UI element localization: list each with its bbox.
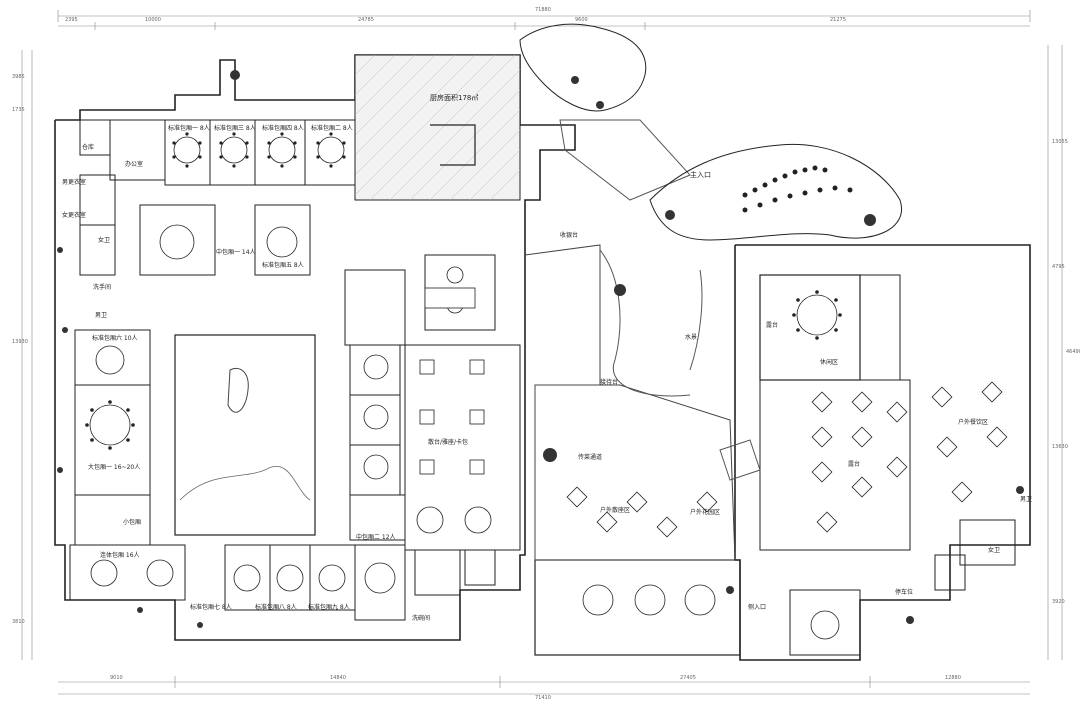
washroom-label: 洗手间 — [93, 284, 112, 291]
dim-left-2: 1735 — [12, 107, 25, 113]
dim-right-1: 13055 — [1052, 139, 1068, 145]
private-std-3-label: 标准包厢三 8人 — [214, 125, 256, 132]
female-wc-2-label: 女卫 — [988, 547, 1001, 554]
platform-label: 露台 — [766, 322, 779, 329]
dim-bottom-3: 27405 — [680, 675, 696, 681]
private-mid-1-label: 中包厢一 14人 — [216, 249, 256, 256]
dim-left-4: 3810 — [12, 619, 25, 625]
private-std-1-label: 标准包厢一 8人 — [168, 125, 210, 132]
private-std-8-label: 标准包厢八 8人 — [255, 604, 297, 611]
staff-change-male-label: 男更衣室 — [62, 179, 87, 186]
office-label: 办公室 — [125, 161, 144, 168]
main-entrance-label: 主入口 — [690, 171, 711, 179]
outdoor-dining-label: 户外餐饮区 — [958, 419, 989, 426]
private-std-6-label: 标准包厢六 10人 — [92, 335, 138, 342]
kitchen-label: 厨房面积178㎡ — [430, 94, 479, 102]
dim-right-4: 3920 — [1052, 599, 1065, 605]
service-passage-label: 传菜通道 — [578, 454, 603, 461]
parking-label: 停车位 — [895, 589, 914, 596]
dim-top-2: 10000 — [145, 17, 161, 23]
dim-bottom-4: 12880 — [945, 675, 961, 681]
private-std-7-label: 标准包厢七 8人 — [190, 604, 232, 611]
private-std-4-label: 标准包厢四 8人 — [262, 125, 304, 132]
warehouse-label: 仓库 — [82, 144, 95, 151]
male-wc-2-label: 男卫 — [1020, 496, 1033, 503]
washing-label: 洗碗间 — [412, 615, 431, 622]
large-private-label: 大包厢一 16~20人 — [88, 464, 141, 471]
dim-left-3: 13930 — [12, 339, 28, 345]
dim-top-total: 71880 — [535, 7, 551, 13]
private-std-9-label: 标准包厢九 8人 — [308, 604, 350, 611]
reception-label: 接待台 — [600, 379, 619, 386]
dim-bottom-1: 9010 — [110, 675, 123, 681]
small-room-label: 小包厢 — [123, 519, 142, 526]
dining-hall-label: 散台/雅座/卡包 — [428, 439, 469, 446]
platform-label-2: 露台 — [848, 461, 861, 468]
private-std-2-label: 标准包厢二 8人 — [311, 125, 353, 132]
dim-top-4: 9600 — [575, 17, 588, 23]
dim-right-3: 13630 — [1052, 444, 1068, 450]
linked-private-label: 连体包厢 16人 — [100, 552, 140, 559]
male-wc-label: 男卫 — [95, 312, 108, 319]
dim-bottom-total: 71410 — [535, 695, 551, 701]
private-mid-2-label: 中包厢二 12人 — [356, 534, 396, 541]
rest-area-label: 休闲区 — [820, 359, 839, 366]
dim-top-3: 24785 — [358, 17, 374, 23]
outdoor-b-label: 户外花园区 — [690, 509, 721, 516]
outdoor-a-label: 户外散座区 — [600, 507, 631, 514]
waterscape-label: 水景 — [685, 334, 698, 341]
dim-bottom-2: 14840 — [330, 675, 346, 681]
staff-change-female-label: 女更衣室 — [62, 212, 87, 219]
cashier-label: 收银台 — [560, 232, 579, 239]
private-std-5-label: 标准包厢五 8人 — [262, 262, 304, 269]
dim-left-1: 3985 — [12, 74, 25, 80]
dim-top-5: 21275 — [830, 17, 846, 23]
dim-top-1: 2395 — [65, 17, 78, 23]
dim-right-total: 46490 — [1066, 349, 1080, 355]
dim-right-2: 4795 — [1052, 264, 1065, 270]
side-entrance-label: 侧入口 — [748, 604, 767, 611]
female-wc-label: 女卫 — [98, 237, 111, 244]
